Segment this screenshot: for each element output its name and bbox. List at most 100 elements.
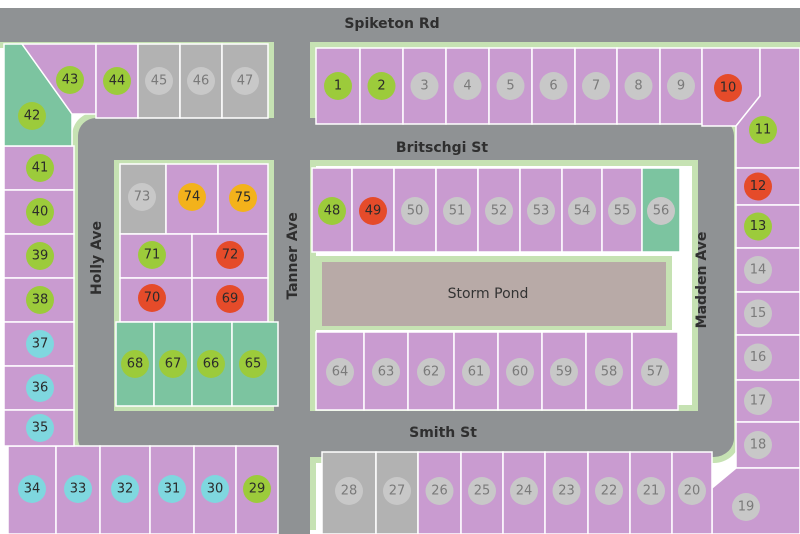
- lot-badge-21[interactable]: 21: [637, 477, 665, 505]
- lot-number: 51: [449, 204, 466, 219]
- lot-badge-5[interactable]: 5: [496, 72, 525, 100]
- lot-number: 62: [423, 365, 440, 380]
- lot-badge-63[interactable]: 63: [372, 358, 400, 386]
- lot-badge-circle: [239, 350, 267, 378]
- lot-badge-circle: [324, 72, 352, 100]
- lot-badge-59[interactable]: 59: [550, 358, 578, 386]
- lot-badge-48[interactable]: 48: [318, 197, 346, 225]
- lot-number: 47: [237, 74, 254, 89]
- lot-badge-circle: [335, 477, 363, 505]
- lot-badge-4[interactable]: 4: [453, 72, 482, 100]
- lot-badge-53[interactable]: 53: [527, 197, 555, 225]
- lot-badge-7[interactable]: 7: [582, 72, 610, 100]
- lot-badge-8[interactable]: 8: [624, 72, 653, 100]
- lot-badge-19[interactable]: 19: [732, 493, 760, 521]
- lot-badge-47[interactable]: 47: [231, 67, 259, 95]
- lot-badge-69[interactable]: 69: [216, 285, 244, 313]
- lot-badge-33[interactable]: 33: [64, 475, 92, 503]
- lot-badge-27[interactable]: 27: [383, 477, 411, 505]
- lot-number: 40: [32, 205, 49, 220]
- lot-badge-22[interactable]: 22: [595, 477, 623, 505]
- lot-badge-54[interactable]: 54: [568, 197, 596, 225]
- lot-badge-circle: [539, 72, 568, 100]
- lot-badge-73[interactable]: 73: [128, 183, 156, 211]
- lot-badge-18[interactable]: 18: [744, 431, 772, 459]
- lot-badge-24[interactable]: 24: [510, 477, 538, 505]
- lot-badge-3[interactable]: 3: [410, 72, 439, 100]
- lot-badge-62[interactable]: 62: [417, 358, 445, 386]
- lot-badge-circle: [26, 242, 54, 270]
- lot-badge-75[interactable]: 75: [229, 184, 257, 212]
- lot-badge-circle: [550, 358, 578, 386]
- lot-badge-49[interactable]: 49: [359, 197, 387, 225]
- lot-badge-64[interactable]: 64: [326, 358, 354, 386]
- lot-number: 37: [32, 337, 49, 352]
- lot-badge-45[interactable]: 45: [145, 67, 173, 95]
- lot-badge-46[interactable]: 46: [187, 67, 215, 95]
- lot-badge-68[interactable]: 68: [121, 350, 149, 378]
- lot-badge-circle: [624, 72, 653, 100]
- lot-number: 64: [332, 365, 349, 380]
- lot-badge-17[interactable]: 17: [744, 387, 772, 415]
- lot-badge-74[interactable]: 74: [178, 183, 206, 211]
- lot-badge-2[interactable]: 2: [367, 72, 396, 100]
- street-labels: Spiketon Rd Britschgi St Smith St Holly …: [89, 16, 710, 441]
- lot-badge-12[interactable]: 12: [744, 172, 772, 201]
- lot-badge-31[interactable]: 31: [158, 475, 186, 503]
- lot-badge-67[interactable]: 67: [159, 350, 187, 378]
- lot-badge-61[interactable]: 61: [462, 358, 490, 386]
- lot-number: 52: [491, 204, 508, 219]
- lot-badge-60[interactable]: 60: [506, 358, 534, 386]
- lot-badge-32[interactable]: 32: [111, 475, 139, 503]
- lot-badge-circle: [216, 285, 244, 313]
- lot-badge-55[interactable]: 55: [608, 197, 636, 225]
- lot-badge-41[interactable]: 41: [26, 154, 54, 182]
- lot-badge-70[interactable]: 70: [138, 284, 166, 312]
- lot-number: 63: [378, 365, 395, 380]
- lot-badge-30[interactable]: 30: [201, 475, 229, 503]
- lot-number: 46: [193, 74, 210, 89]
- lot-badge-29[interactable]: 29: [243, 475, 271, 503]
- lot-number: 61: [468, 365, 485, 380]
- lot-badge-15[interactable]: 15: [744, 299, 772, 328]
- lot-badge-52[interactable]: 52: [485, 197, 513, 225]
- lot-badge-25[interactable]: 25: [468, 477, 496, 505]
- lot-badge-42[interactable]: 42: [18, 102, 46, 130]
- lot-badge-circle: [26, 154, 54, 182]
- lot-badge-58[interactable]: 58: [595, 358, 623, 386]
- lot-badge-34[interactable]: 34: [18, 475, 46, 503]
- lot-badge-44[interactable]: 44: [103, 67, 131, 95]
- lot-badge-9[interactable]: 9: [667, 72, 695, 100]
- lot-badge-28[interactable]: 28: [335, 477, 363, 505]
- lot-badge-57[interactable]: 57: [641, 358, 669, 386]
- lot-badge-11[interactable]: 11: [749, 116, 777, 144]
- lot-badge-6[interactable]: 6: [539, 72, 568, 100]
- lot-badge-20[interactable]: 20: [678, 477, 706, 505]
- lot-badge-66[interactable]: 66: [197, 350, 225, 378]
- lot-badge-65[interactable]: 65: [239, 350, 267, 378]
- lot-number: 75: [235, 191, 252, 206]
- lot-badge-circle: [18, 475, 46, 503]
- lot-badge-1[interactable]: 1: [324, 72, 352, 100]
- lot-badge-16[interactable]: 16: [744, 343, 772, 372]
- lot-badge-26[interactable]: 26: [425, 477, 454, 505]
- lot-badge-36[interactable]: 36: [26, 374, 54, 402]
- lot-badge-circle: [468, 477, 496, 505]
- lot-badge-14[interactable]: 14: [744, 256, 772, 284]
- lot-badge-43[interactable]: 43: [56, 66, 84, 94]
- lot-badge-37[interactable]: 37: [26, 330, 54, 358]
- lot-badge-50[interactable]: 50: [401, 197, 429, 225]
- lot-badge-71[interactable]: 71: [138, 241, 166, 269]
- lot-badge-39[interactable]: 39: [26, 242, 54, 270]
- lot-badge-51[interactable]: 51: [443, 197, 471, 225]
- lot-badge-40[interactable]: 40: [26, 198, 54, 226]
- lot-badge-10[interactable]: 10: [714, 74, 742, 102]
- lot-badge-35[interactable]: 35: [26, 414, 54, 442]
- lot-number: 50: [407, 204, 424, 219]
- lot-badge-13[interactable]: 13: [744, 212, 772, 241]
- lot-badge-circle: [201, 475, 229, 503]
- lot-badge-56[interactable]: 56: [647, 197, 675, 225]
- lot-badge-38[interactable]: 38: [26, 286, 54, 314]
- lot-badge-72[interactable]: 72: [216, 241, 244, 269]
- lot-badge-23[interactable]: 23: [552, 477, 581, 505]
